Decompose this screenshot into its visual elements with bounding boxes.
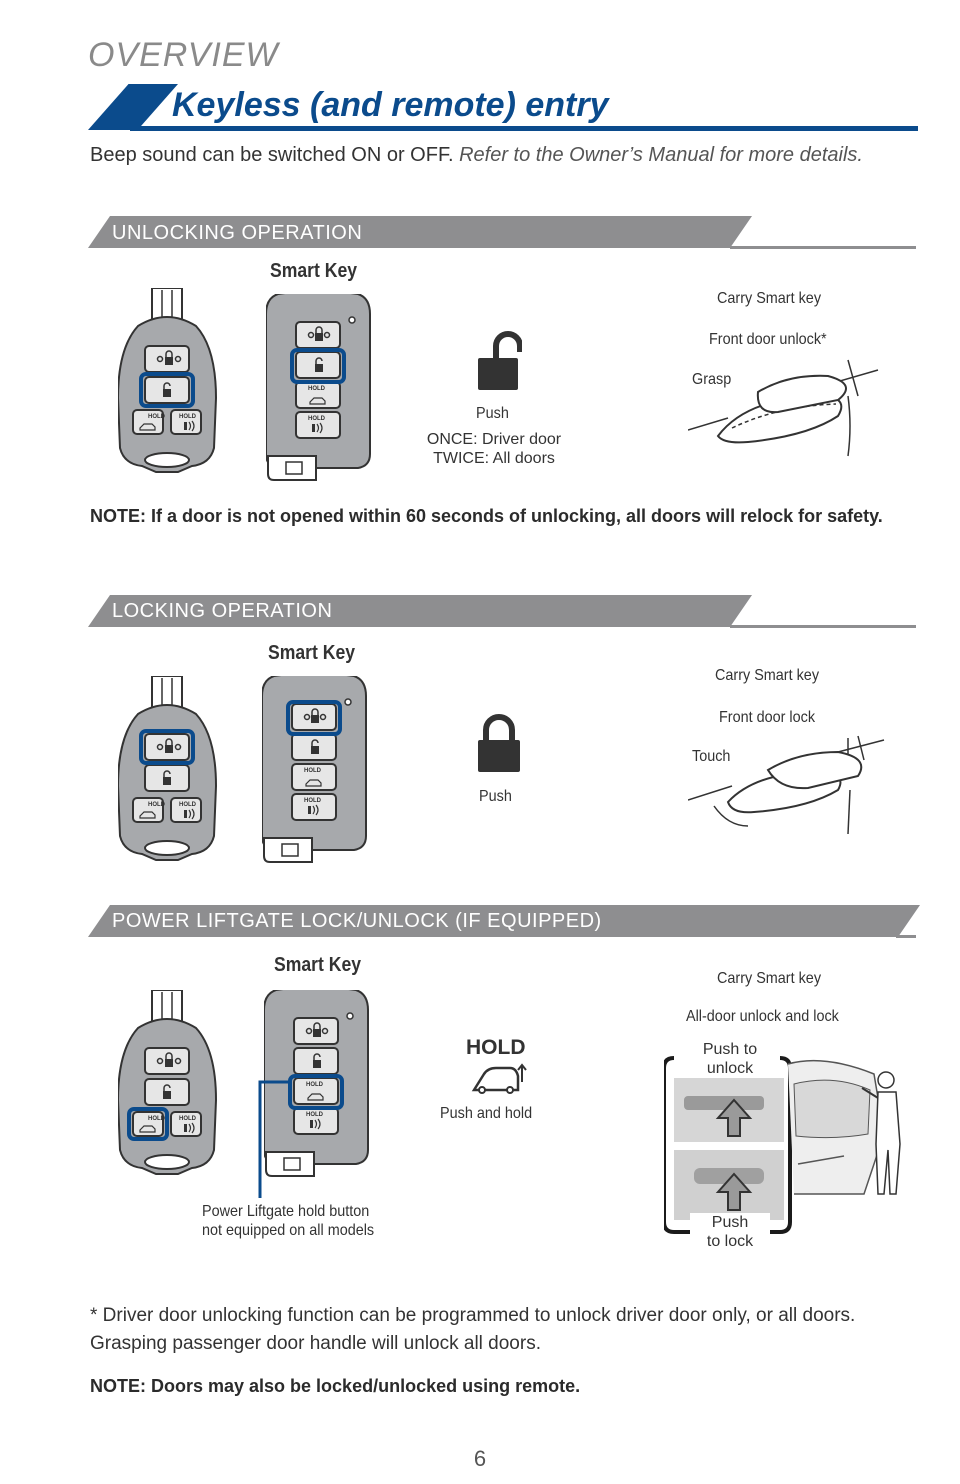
smart-key-icon	[266, 294, 371, 481]
intro-plain: Beep sound can be switched ON or OFF.	[90, 144, 454, 166]
door-handle-touch-illustration	[688, 735, 885, 834]
remote-key-icon	[118, 288, 217, 473]
overview-heading: OVERVIEW	[88, 36, 279, 74]
section-bar-unlocking	[88, 216, 752, 248]
push-lock-line-2: to lock	[706, 1233, 754, 1250]
push-label: Push	[479, 788, 512, 805]
door-handle-grasp-illustration	[688, 359, 879, 457]
liftgate-hold-icon	[471, 1063, 527, 1094]
section-line-liftgate	[896, 935, 916, 938]
smart-key-icon	[264, 990, 369, 1177]
liftgate-callout: Power Liftgate hold button not equipped …	[202, 1202, 374, 1240]
callout-line	[258, 1080, 290, 1198]
section-bar-liftgate	[88, 905, 920, 937]
front-door-unlock-label: Front door unlock*	[709, 331, 827, 348]
touch-label: Touch	[692, 748, 731, 765]
smart-key-icon	[262, 676, 367, 863]
grasp-label: Grasp	[692, 371, 732, 388]
intro-italic: Refer to the Owner’s Manual for more det…	[459, 144, 863, 166]
note-relock: NOTE: If a door is not opened within 60 …	[90, 502, 920, 530]
note-relock-text: If a door is not opened within 60 second…	[151, 506, 883, 526]
section-bar-locking	[88, 595, 752, 627]
push-to-lock-label: Push to lock	[690, 1213, 770, 1251]
carry-smart-key-label: Carry Smart key	[715, 667, 820, 684]
section-heading-liftgate: POWER LIFTGATE LOCK/UNLOCK (IF EQUIPPED)	[112, 910, 602, 932]
carry-smart-key-label: Carry Smart key	[717, 970, 822, 987]
page-title: Keyless (and remote) entry	[172, 86, 609, 124]
section-line-unlocking	[730, 246, 916, 249]
footnote: * Driver door unlocking function can be …	[90, 1305, 856, 1354]
push-detail-once: ONCE: Driver door	[426, 431, 562, 448]
remote-key-icon	[118, 676, 217, 861]
smart-key-label: Smart Key	[270, 260, 358, 282]
smart-key-label: Smart Key	[274, 954, 362, 976]
all-door-label: All-door unlock and lock	[686, 1008, 839, 1025]
hold-label: HOLD	[466, 1036, 526, 1059]
section-heading-locking: LOCKING OPERATION	[112, 600, 333, 622]
push-detail-twice: TWICE: All doors	[433, 450, 555, 467]
push-unlock-line-2: unlock	[706, 1060, 754, 1077]
push-detail: ONCE: Driver door TWICE: All doors	[414, 430, 574, 468]
carry-smart-key-label: Carry Smart key	[717, 290, 822, 307]
intro-text: Beep sound can be switched ON or OFF. Re…	[90, 143, 890, 167]
push-unlock-line-1: Push to	[702, 1041, 758, 1058]
note-label: NOTE:	[90, 506, 146, 526]
title-accent	[88, 84, 178, 130]
section-line-locking	[730, 625, 916, 628]
callout-line-1: Power Liftgate hold button	[202, 1203, 370, 1220]
unlocked-padlock-icon	[478, 331, 522, 390]
liftgate-illustration	[664, 1056, 901, 1234]
locked-padlock-icon	[478, 714, 520, 772]
front-door-lock-label: Front door lock	[719, 709, 816, 726]
push-lock-line-1: Push	[711, 1214, 749, 1231]
push-label: Push	[476, 405, 509, 422]
remote-key-icon	[118, 990, 217, 1175]
title-underline	[130, 126, 918, 131]
callout-line-2: not equipped on all models	[202, 1222, 375, 1239]
push-to-unlock-label: Push to unlock	[690, 1040, 770, 1078]
push-and-hold-label: Push and hold	[440, 1105, 533, 1122]
page-number: 6	[473, 1446, 487, 1471]
note-remote: NOTE: Doors may also be locked/unlocked …	[90, 1376, 581, 1396]
section-heading-unlocking: UNLOCKING OPERATION	[112, 222, 363, 244]
smart-key-label: Smart Key	[268, 642, 356, 664]
